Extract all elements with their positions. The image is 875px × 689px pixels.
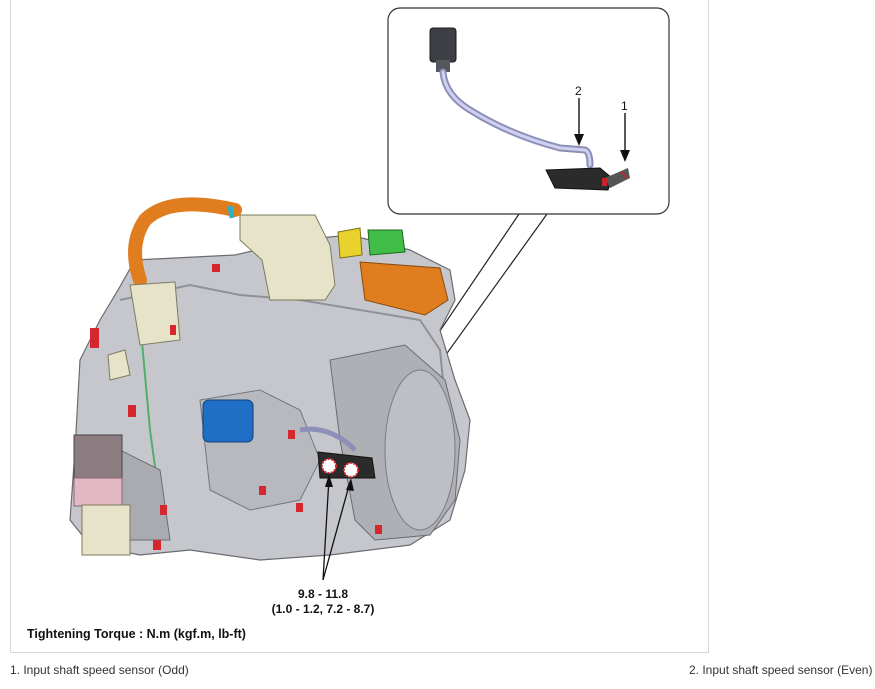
torque-value-converted: (1.0 - 1.2, 7.2 - 8.7) <box>271 602 375 616</box>
callout-1: 1 <box>621 99 628 113</box>
callout-2: 2 <box>575 84 582 98</box>
caption-input-shaft-even: 2. Input shaft speed sensor (Even) <box>689 663 873 677</box>
detail-inset-box <box>387 7 670 215</box>
caption-input-shaft-odd: 1. Input shaft speed sensor (Odd) <box>10 663 189 677</box>
transmission-body <box>69 197 471 561</box>
torque-value-nm: 9.8 - 11.8 <box>297 587 349 601</box>
sensor-detail <box>429 27 630 191</box>
tightening-torque-heading: Tightening Torque : N.m (kgf.m, lb-ft) <box>27 627 246 641</box>
